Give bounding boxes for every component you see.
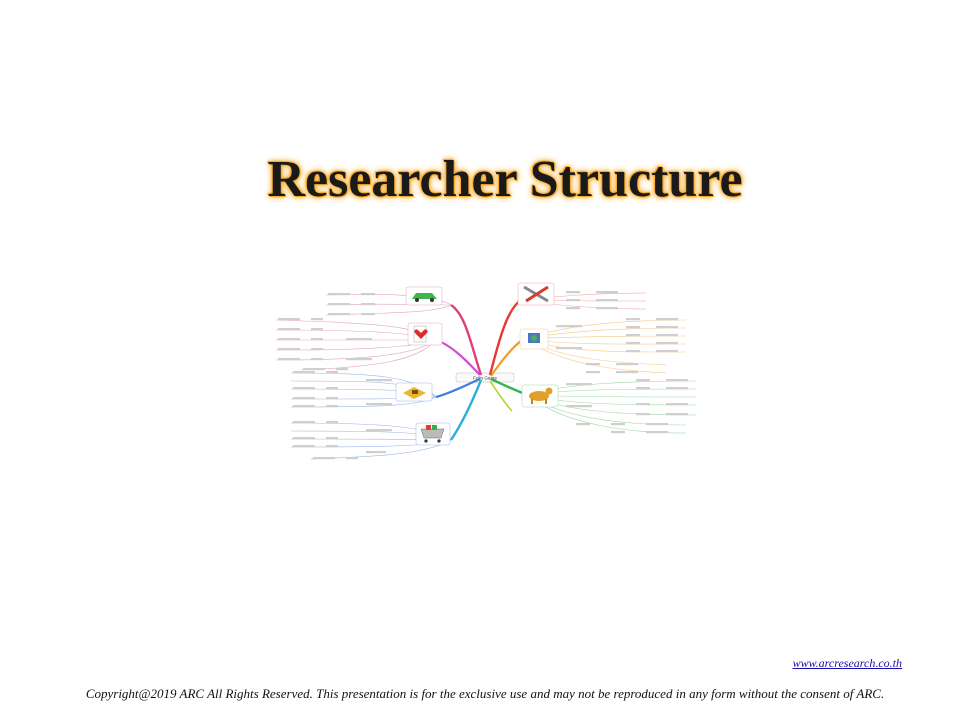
slide-title: Researcher Structure bbox=[267, 151, 743, 208]
tools-icon bbox=[517, 282, 555, 306]
copyright-footer: Copyright@2019 ARC All Rights Reserved. … bbox=[85, 686, 885, 701]
mindmap-diagram: Folio Game bbox=[275, 282, 697, 460]
mindmap-image: Folio Game bbox=[266, 275, 706, 465]
card-icon bbox=[407, 322, 443, 346]
dog-icon bbox=[521, 384, 559, 408]
game-icon bbox=[395, 382, 433, 402]
center-node-label: Folio Game bbox=[473, 375, 497, 380]
cart-icon bbox=[415, 422, 451, 446]
website-link[interactable]: www.arcresearch.co.th bbox=[792, 656, 902, 670]
globe-icon bbox=[519, 328, 549, 350]
center-node bbox=[455, 372, 515, 383]
car-icon bbox=[405, 286, 443, 306]
